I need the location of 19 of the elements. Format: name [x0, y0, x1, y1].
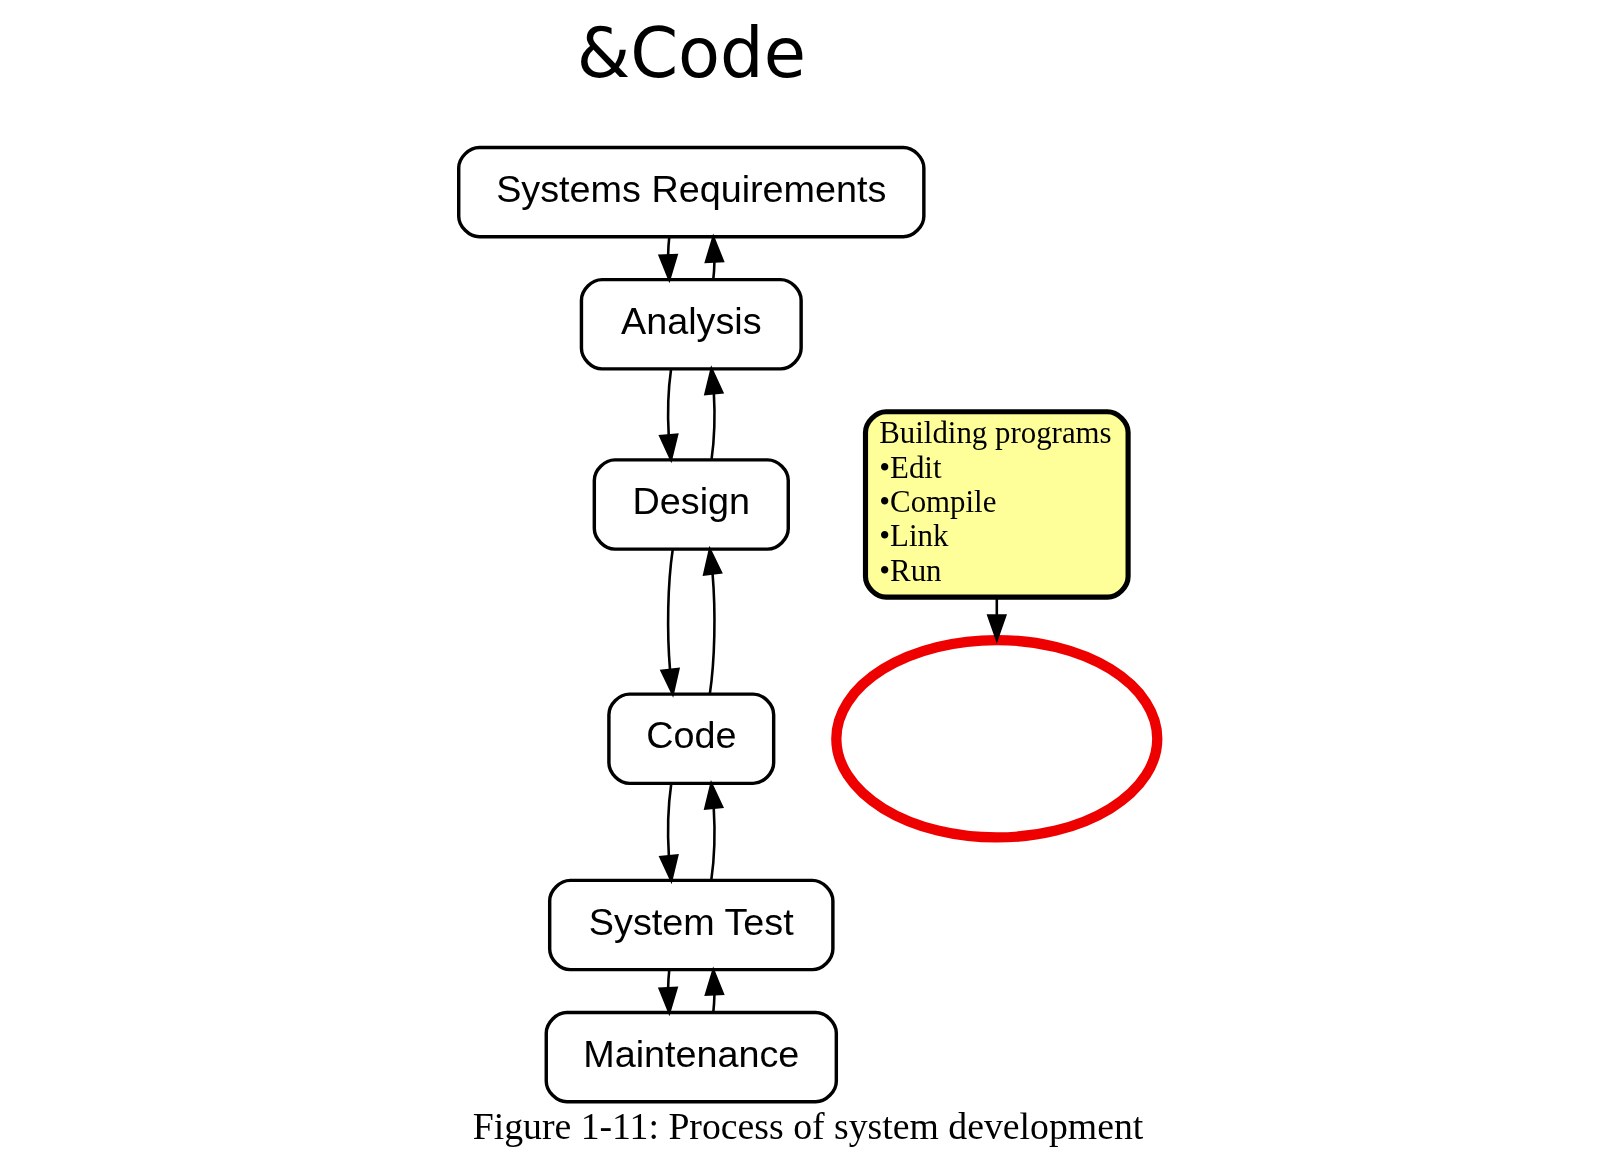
label: &Code — [576, 13, 806, 94]
node-box: Building programs •Edit •Compile •Link •Run — [862, 409, 1131, 600]
node-box: Design — [592, 458, 790, 551]
arrow — [702, 545, 723, 694]
node-box: Code — [606, 692, 775, 786]
arrow — [657, 237, 678, 284]
arrow — [659, 549, 680, 698]
node-box: Analysis — [579, 277, 803, 371]
arrow — [657, 970, 678, 1017]
arrow — [703, 233, 725, 280]
arrow — [657, 369, 679, 464]
node-box: System Test — [547, 878, 835, 972]
arrow — [658, 783, 679, 885]
node-ellipse — [830, 634, 1162, 843]
arrow — [703, 365, 724, 460]
node-box: Maintenance — [544, 1010, 838, 1104]
caption: Figure 1-11: Process of system development — [472, 1104, 1143, 1147]
arrow — [703, 779, 724, 881]
node-box: Systems Requirements — [456, 145, 926, 239]
